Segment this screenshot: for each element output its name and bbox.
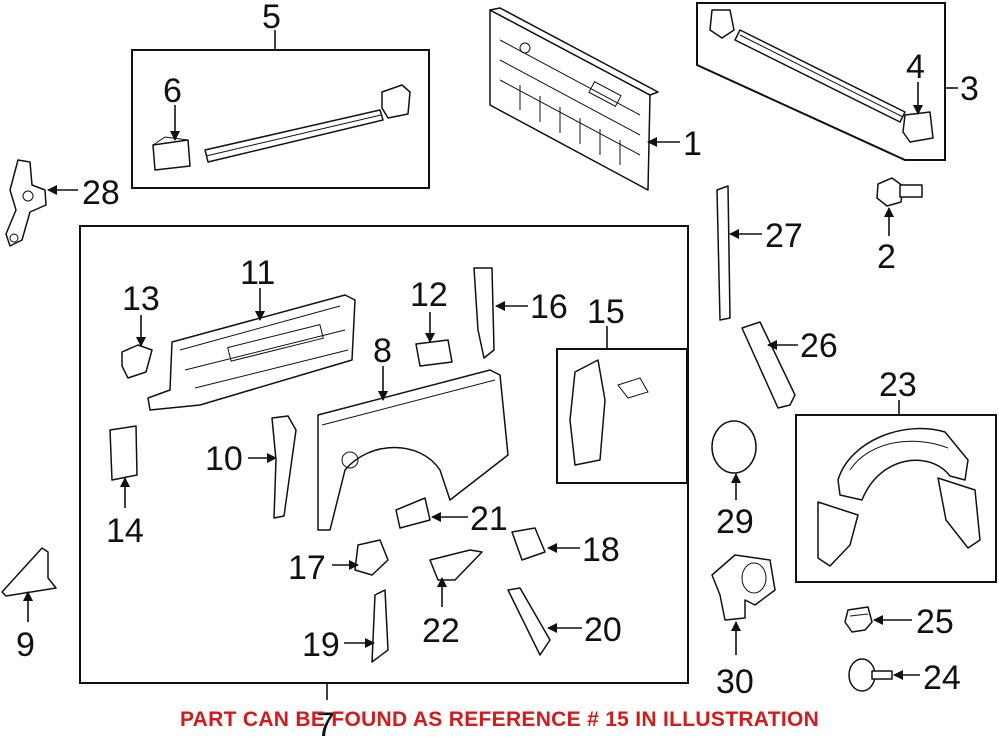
footer-note: PART CAN BE FOUND AS REFERENCE # 15 IN I… [179, 708, 820, 731]
part-3-bed-rail [709, 9, 934, 143]
callout-13: 13 [122, 280, 160, 318]
part-29-cap [711, 420, 757, 474]
callout-23: 23 [879, 366, 917, 404]
part-30-filler-housing [711, 554, 776, 621]
part-22-bracket [429, 549, 483, 581]
callout-14: 14 [106, 512, 144, 550]
part-23-wheelhouse [817, 427, 981, 567]
callout-1: 1 [683, 125, 702, 163]
callout-22: 22 [422, 612, 460, 650]
callout-21: 21 [470, 500, 508, 538]
group-box-5 [131, 49, 430, 189]
part-27-strip [716, 185, 731, 321]
callout-15: 15 [587, 293, 625, 331]
callout-4: 4 [906, 48, 925, 86]
part-14-plate [109, 425, 138, 481]
part-24-screw [848, 658, 893, 692]
callout-6: 6 [163, 72, 182, 110]
callout-24: 24 [923, 659, 961, 697]
callout-10: 10 [205, 440, 243, 478]
leader-lines [23, 30, 958, 700]
part-10-pillar [271, 415, 297, 519]
part-1-front-panel [489, 7, 659, 191]
part-8-fender-outer [317, 369, 509, 531]
callout-20: 20 [584, 611, 622, 649]
part-19-strip [371, 589, 389, 663]
callout-16: 16 [530, 288, 568, 326]
part-15-bracket [569, 359, 649, 466]
part-17-bracket [354, 539, 389, 576]
part-9-bracket [1, 547, 57, 597]
callout-8: 8 [373, 332, 392, 370]
callout-5: 5 [262, 0, 281, 36]
callout-18: 18 [582, 531, 620, 569]
group-box-23 [795, 414, 997, 583]
part-5-bed-rail [152, 84, 411, 171]
callout-17: 17 [288, 549, 326, 587]
callout-19: 19 [302, 626, 340, 664]
callout-28: 28 [82, 174, 120, 212]
part-21-bracket [395, 497, 431, 529]
part-26-brace [741, 321, 796, 409]
callout-7: 7 [316, 706, 335, 740]
part-2-bolt [876, 177, 923, 207]
callout-9: 9 [16, 626, 35, 664]
part-13-bracket [121, 344, 153, 379]
part-20-strip [507, 587, 551, 656]
part-25-clip [844, 606, 873, 633]
part-12-bracket [415, 339, 453, 367]
group-box-3 [696, 2, 946, 161]
callout-29: 29 [716, 503, 754, 541]
part-16-strip [473, 267, 495, 359]
part-11-inner-panel [147, 294, 356, 411]
part-28-hinge [5, 159, 47, 247]
callout-30: 30 [716, 663, 754, 701]
callout-3: 3 [960, 70, 979, 108]
callout-labels: 5 6 1 4 3 2 28 27 26 23 29 30 25 24 9 7 … [16, 0, 979, 740]
callout-2: 2 [877, 238, 896, 276]
callout-11: 11 [240, 254, 275, 292]
callout-27: 27 [765, 217, 803, 255]
group-box-15 [556, 348, 688, 484]
callout-26: 26 [800, 327, 838, 365]
callout-12: 12 [410, 276, 448, 314]
callout-25: 25 [916, 603, 954, 641]
part-18-bracket [511, 527, 546, 561]
